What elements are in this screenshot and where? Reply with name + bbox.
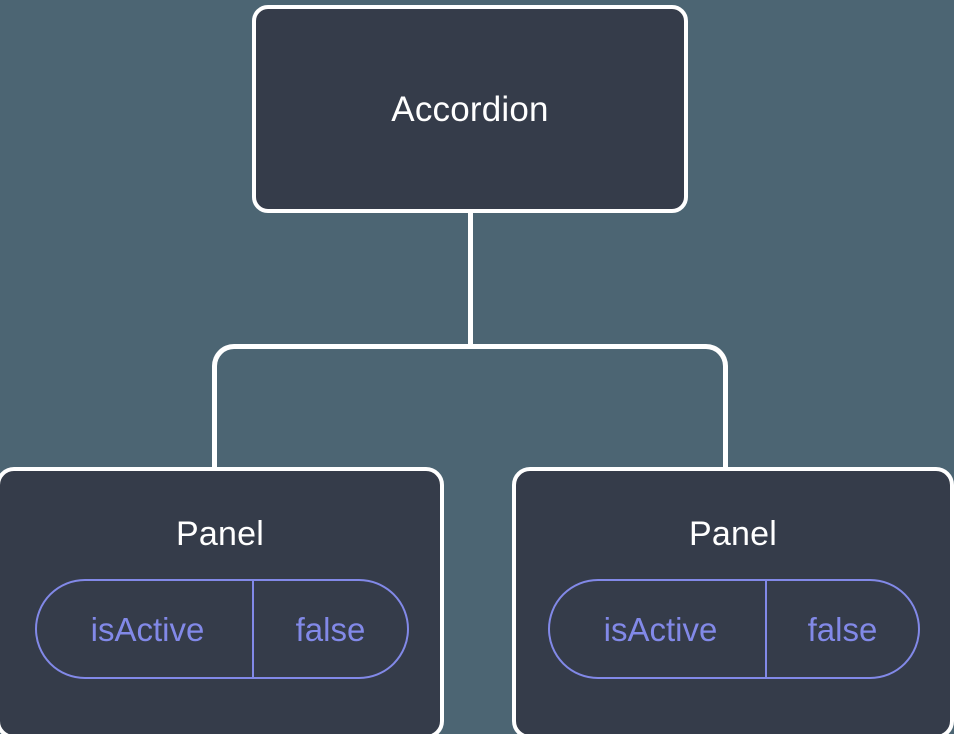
node-accordion[interactable]: Accordion (252, 5, 688, 213)
prop-pill-panel-1[interactable]: isActive false (35, 579, 409, 679)
prop-key-isactive: isActive (90, 610, 205, 648)
edge-root-stem (468, 209, 473, 348)
node-panel-1[interactable]: Panel isActive false (0, 467, 444, 734)
node-panel-1-label: Panel (176, 515, 264, 553)
prop-value-isactive: false (252, 581, 407, 677)
prop-key-isactive: isActive (603, 610, 718, 648)
prop-value-isactive: false (765, 581, 918, 677)
edge-branch-bridge (212, 344, 728, 472)
prop-pill-panel-2[interactable]: isActive false (548, 579, 920, 679)
node-accordion-label: Accordion (391, 89, 549, 129)
node-panel-2-label: Panel (689, 515, 777, 553)
node-panel-2[interactable]: Panel isActive false (512, 467, 954, 734)
